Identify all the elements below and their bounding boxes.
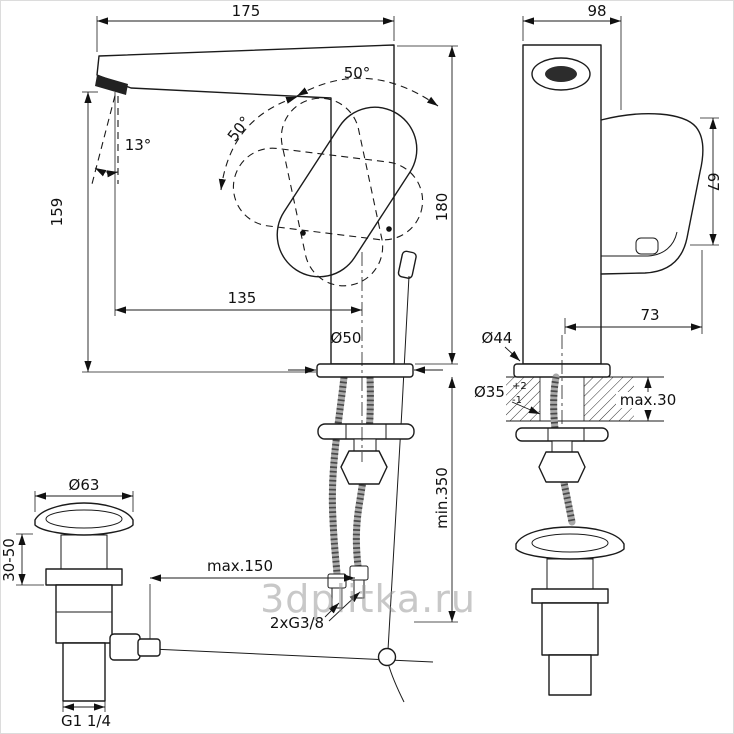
pop-up-knob [397,250,417,279]
leader-d35 [511,401,541,415]
dim-98: 98 [587,2,606,20]
pop-up-rod [387,275,410,651]
watermark-text: 3dplitka.ru [260,577,476,621]
dim-d44: Ø44 [482,329,513,347]
faucet-front-view [95,44,418,365]
joystick-handle [276,106,418,278]
dim-min350: min.350 [433,467,451,529]
mounting-nut [340,450,388,485]
aerator-side-inner [545,66,577,82]
faucet-base-front [316,363,414,378]
faucet-side-view [513,44,704,435]
handle-side-detail [601,231,678,257]
hose-right-braid [352,376,374,567]
rod-coupler [137,638,161,657]
hose-left-braid [328,376,348,575]
spout-angle-annotation [91,83,119,185]
dim-d35-tol-minus: -1 [512,395,522,406]
horseshoe-washer [317,423,415,440]
drain-cap-side-inner [531,533,609,553]
drain-side-port [109,633,141,661]
drain-cap-inner [45,509,123,529]
aerator-tip [95,75,128,95]
dim-max30-bg [616,392,682,408]
dim-g114: G1 1/4 [61,712,111,730]
dim-135: 135 [228,289,257,307]
drain-cap [34,502,134,536]
angle-slanted-line [91,83,119,185]
mounting-hardware-front [316,252,415,485]
swing-arc-top [296,77,439,107]
drain-tailpiece [62,642,106,702]
horseshoe-washer-side [515,427,609,442]
pop-up-rod-tail [387,662,405,703]
dim-13deg: 13° [125,136,152,154]
dim-175: 175 [232,2,261,20]
mounting-hardware-side [515,373,609,526]
dim-d50: Ø50 [331,329,362,347]
leader-d44 [504,346,521,362]
leader-g38-right [328,591,361,622]
side-dimensions: 98 67 73 Ø44 Ø35 +2 -1 max.30 [474,2,722,421]
handle-pivot [635,237,659,255]
dim-max30: max.30 [620,391,677,409]
dim-d35: Ø35 [474,383,505,401]
dim-d63: Ø63 [69,476,100,494]
drain-collar-side [531,588,609,604]
faucet-body-side [522,44,602,365]
dim-d35-tol-plus: +2 [512,381,527,392]
rod-ball-joint [377,647,397,667]
drain-body [55,584,113,644]
angle-arc [94,167,119,178]
drain-tailpiece-side [548,654,592,696]
mounting-nut-side [538,451,586,483]
dim-159: 159 [48,198,66,227]
dim-2xg38: 2xG3/8 [270,614,324,632]
aerator-side [531,57,591,91]
handle-side [600,113,704,275]
pivot-dot-right [386,226,392,232]
dim-67: 67 [704,172,722,191]
drain-body-side [541,602,599,656]
leader-g38-left [324,602,340,618]
pivot-dot-left [300,230,306,236]
dim-max150: max.150 [207,557,273,575]
threaded-stud-side [551,440,573,453]
drain-assembly-front: Ø63 30-50 G1 1/4 [0,476,161,730]
swing-arc-left [218,96,298,191]
drain-assembly-side [515,526,625,696]
dim-50deg-top: 50° [344,64,371,82]
threaded-stud [353,438,377,452]
dim-180: 180 [433,193,451,222]
drain-cap-side [515,526,625,560]
deck-section [506,376,664,422]
drain-collar [45,568,123,586]
dim-73: 73 [640,306,659,324]
handle-swing-positions [218,77,439,287]
dim-3050: 30-50 [0,538,18,582]
